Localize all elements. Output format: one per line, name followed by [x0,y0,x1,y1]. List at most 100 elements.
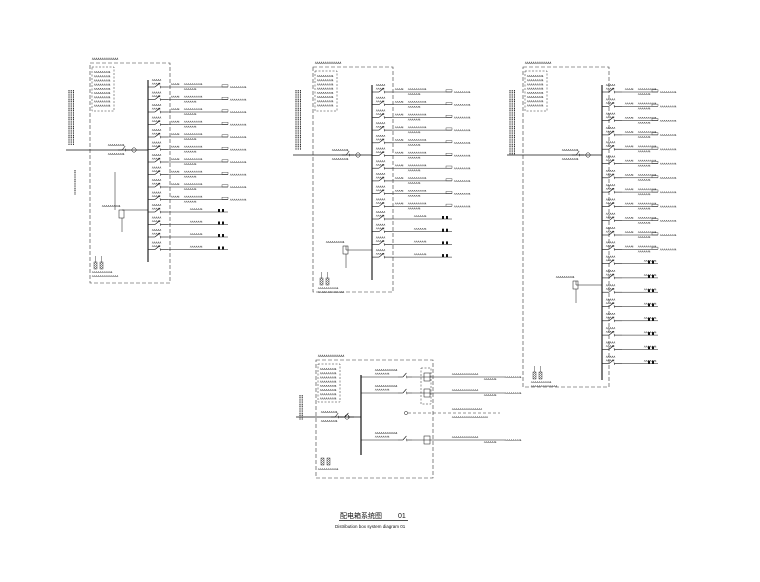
power-value [407,118,421,121]
circuit-breaker-label [151,154,162,157]
circuit-row [361,385,522,398]
power-value [183,100,197,103]
panel-info-box [91,66,115,112]
info-line [93,87,111,90]
circuit-breaker-spec [375,227,385,230]
spare-mark [442,254,444,258]
circuit-breaker-spec [605,87,615,90]
phase-label [624,245,634,248]
spare-mark [648,332,650,336]
power-value [183,175,197,178]
circuit-row [361,369,522,382]
info-line [526,96,544,99]
info-line [93,100,111,103]
circuit-row [372,84,471,96]
load-name [453,129,471,132]
circuit-row [148,91,247,103]
spare-mark [648,317,650,321]
info-line [526,75,544,78]
load-tag [445,203,453,207]
phase-label [624,145,634,148]
cable-spec [183,170,203,173]
load-tag [221,84,229,88]
panel-enclosure [312,66,394,293]
circuit-row [148,166,247,178]
power-value [637,236,651,239]
drawing-title-block: 配电箱系统图 01 Distribution box system diagra… [335,511,408,529]
circuit-breaker [372,176,392,183]
terminal-label [317,468,339,471]
cable-spec [407,101,427,103]
circuit-breaker [148,170,168,176]
power-value [407,156,421,159]
spare-mark [446,254,448,258]
circuit-row [148,229,228,239]
circuit-row [602,155,677,167]
panel-2 [293,61,471,294]
phase-label [624,231,634,234]
circuit-breaker [602,216,622,223]
control-label [451,416,488,419]
circuit-breaker [602,187,622,194]
circuit-breaker-label [605,169,616,172]
circuit-breaker-label [151,179,162,182]
circuit-breaker-label [375,134,386,137]
phase-label [394,113,404,116]
load-tag [221,97,229,100]
circuit-row [602,255,658,265]
meter-icon [131,147,137,153]
spare-label [413,253,427,256]
circuit-breaker-spec [151,120,161,123]
phase-label [624,188,634,191]
load-name [659,162,677,165]
circuit-breaker [602,287,622,294]
info-line [319,384,337,387]
circuit-breaker [148,120,168,126]
terminal-label [91,275,119,278]
spare-mark [218,209,220,212]
sensor-icon [404,411,408,415]
circuit-breaker [398,372,412,379]
circuit-breaker [602,359,622,366]
load-tag [651,161,659,164]
circuit-breaker [602,345,622,351]
circuit-breaker-spec [375,151,385,154]
incoming-feeder-label [509,90,515,155]
circuit-breaker-spec [605,288,615,290]
spare-mark [446,228,448,232]
info-line [316,96,334,99]
circuit-row [602,341,658,351]
power-value [637,136,651,138]
phase-label [394,88,404,91]
phase-label [624,202,634,205]
spare-mark [648,360,650,364]
circuit-breaker [398,435,412,442]
load-tag [221,159,229,163]
phase-label [624,159,634,162]
info-line [316,79,334,82]
spare-mark [218,246,220,250]
load-tag [445,89,453,93]
circuit-breaker-label [151,216,162,219]
meter-icon [355,152,361,158]
panel-info-box [314,70,338,112]
load-name [659,91,677,94]
circuit-breaker-spec [151,157,161,160]
load-name [229,86,247,89]
cable-spec [637,131,657,133]
circuit-row [148,141,247,153]
spare-label [189,208,203,211]
panel-4 [296,354,522,479]
load-name [453,142,471,144]
circuit-breaker-spec [605,330,615,333]
phase-label [394,189,404,192]
spare-mark [218,234,220,237]
spare-label [189,245,203,248]
drawing-number: 01 [398,513,406,520]
surge-protector-icon [118,209,125,219]
circuit-breaker-label [151,229,162,232]
circuit-breaker [148,157,168,164]
cable-spec [407,189,427,192]
spare-mark [218,221,220,225]
load-tag [651,146,659,150]
